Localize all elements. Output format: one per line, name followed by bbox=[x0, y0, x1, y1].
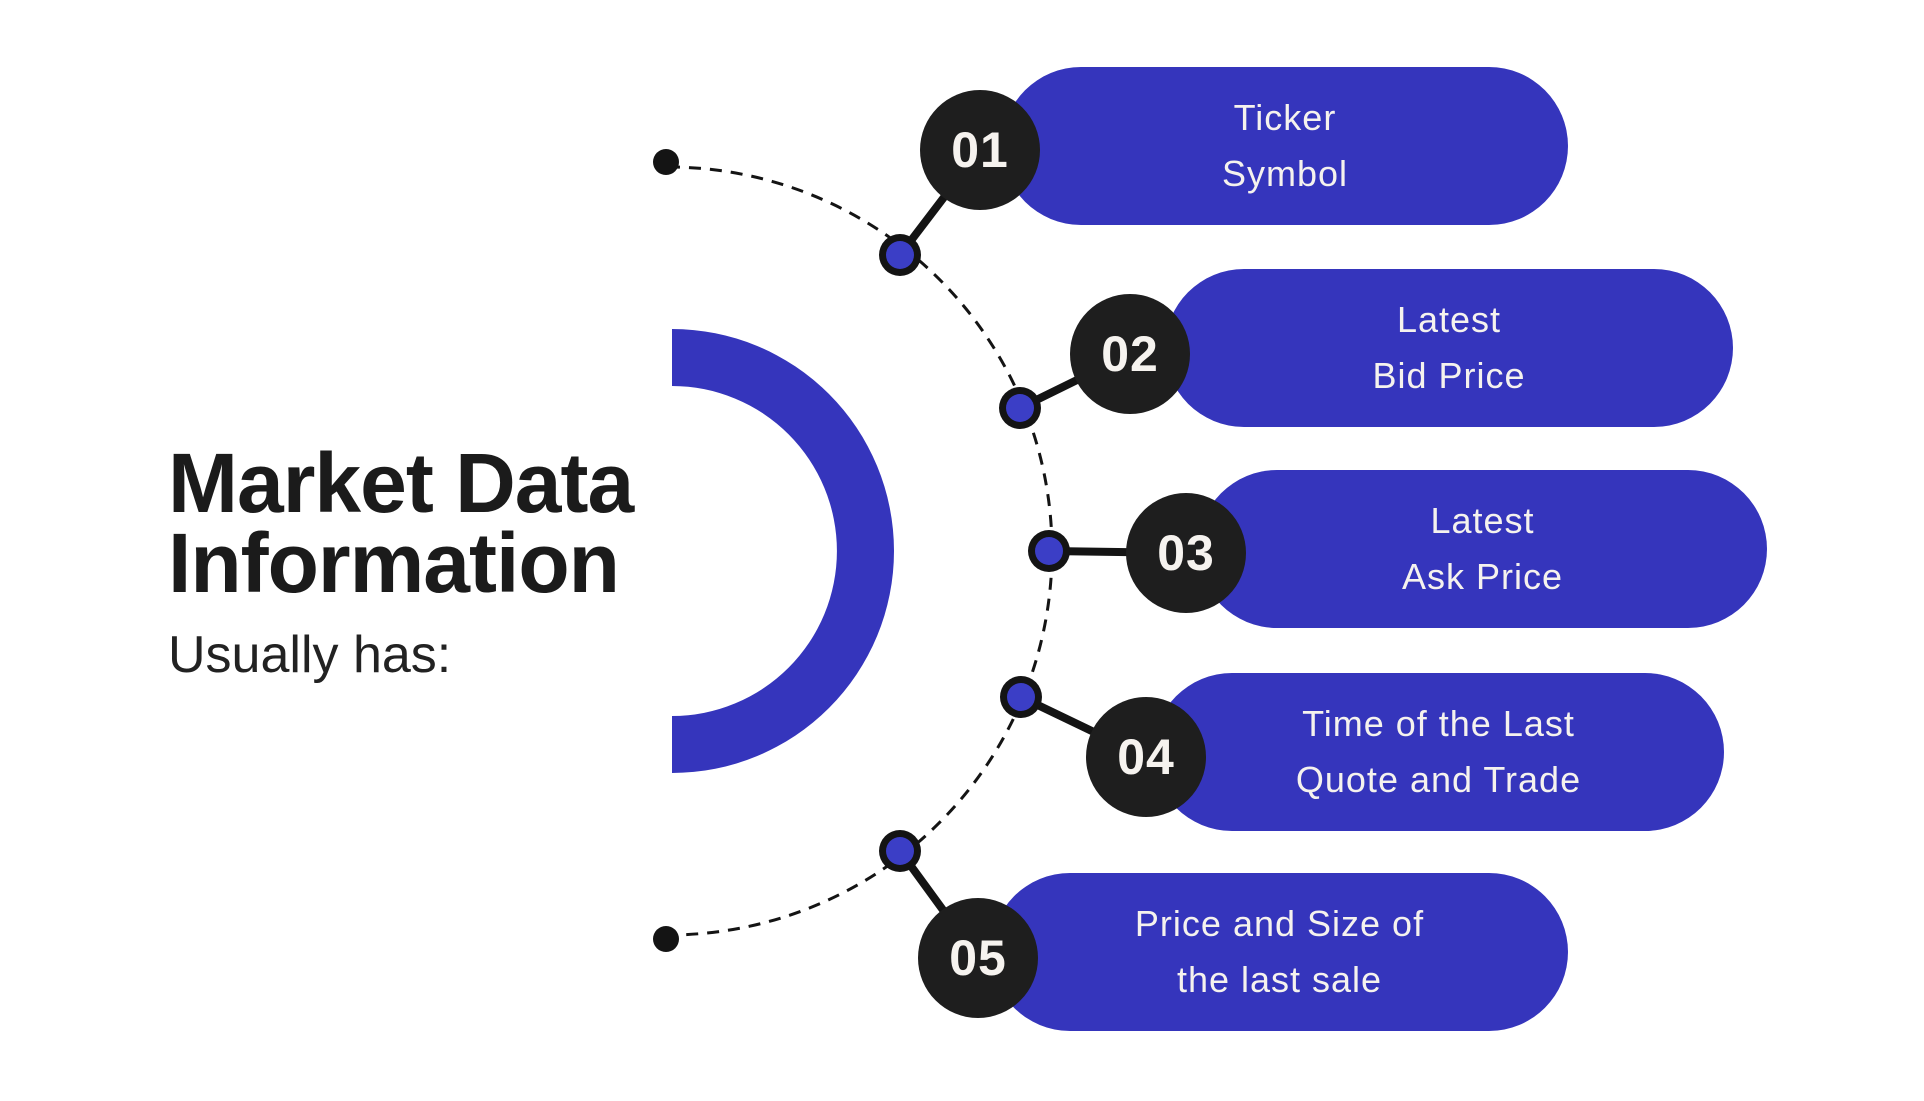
item-pill-5: Price and Size of the last sale bbox=[991, 873, 1568, 1031]
item-badge-5: 05 bbox=[918, 898, 1038, 1018]
page-title: Market Data Information bbox=[168, 436, 634, 610]
node-blue-core bbox=[886, 241, 914, 269]
connector-node-5 bbox=[879, 830, 921, 872]
arc-endpoint-dot-top bbox=[653, 149, 679, 175]
item-label-5: Price and Size of the last sale bbox=[1134, 903, 1425, 1000]
node-blue-core bbox=[1006, 394, 1034, 422]
item-label-4: Time of the Last Quote and Trade bbox=[1295, 703, 1582, 800]
item-number-1: 01 bbox=[951, 122, 1009, 178]
item-pill-2: Latest Bid Price bbox=[1165, 269, 1733, 427]
connector-node-4 bbox=[1000, 676, 1042, 718]
item-label-1: Ticker Symbol bbox=[1221, 97, 1349, 194]
item-pill-4: Time of the Last Quote and Trade bbox=[1153, 673, 1724, 831]
item-number-5: 05 bbox=[949, 930, 1007, 986]
page-subtitle: Usually has: bbox=[168, 626, 452, 684]
title-block: Market Data Information Usually has: bbox=[168, 436, 728, 685]
item-badge-1: 01 bbox=[920, 90, 1040, 210]
node-blue-core bbox=[1007, 683, 1035, 711]
connector-node-3 bbox=[1028, 530, 1070, 572]
item-pill-1: Ticker Symbol bbox=[1002, 67, 1568, 225]
item-number-2: 02 bbox=[1101, 326, 1159, 382]
item-badge-3: 03 bbox=[1126, 493, 1246, 613]
item-badge-2: 02 bbox=[1070, 294, 1190, 414]
item-label-3: Latest Ask Price bbox=[1401, 500, 1564, 597]
dashed-arc bbox=[667, 165, 1054, 937]
connector-node-2 bbox=[999, 387, 1041, 429]
item-label-2: Latest Bid Price bbox=[1372, 299, 1526, 396]
item-badge-4: 04 bbox=[1086, 697, 1206, 817]
half-ring-shape bbox=[672, 329, 894, 773]
item-pill-3: Latest Ask Price bbox=[1198, 470, 1767, 628]
item-number-4: 04 bbox=[1117, 729, 1175, 785]
node-blue-core bbox=[886, 837, 914, 865]
arc-endpoint-dot-bottom bbox=[653, 926, 679, 952]
item-number-3: 03 bbox=[1157, 525, 1215, 581]
node-blue-core bbox=[1035, 537, 1063, 565]
connector-node-1 bbox=[879, 234, 921, 276]
